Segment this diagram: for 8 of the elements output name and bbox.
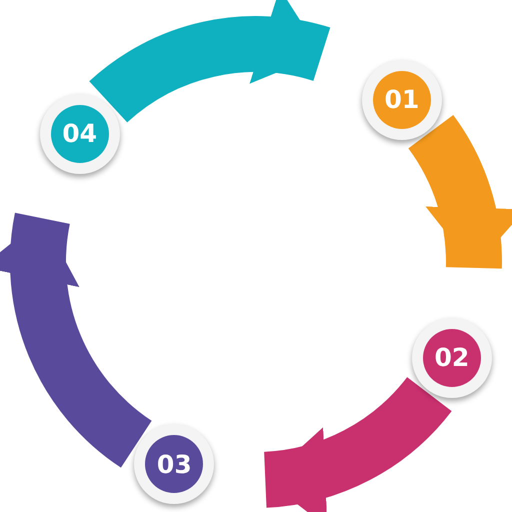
step-badge xyxy=(412,318,492,398)
step-number: 02 xyxy=(434,343,470,372)
step-number: 01 xyxy=(384,85,420,114)
step-number: 04 xyxy=(62,119,98,148)
step-number: 03 xyxy=(156,450,192,479)
step-badge xyxy=(134,424,214,504)
step-badge xyxy=(40,94,120,174)
step-badge xyxy=(362,60,442,140)
